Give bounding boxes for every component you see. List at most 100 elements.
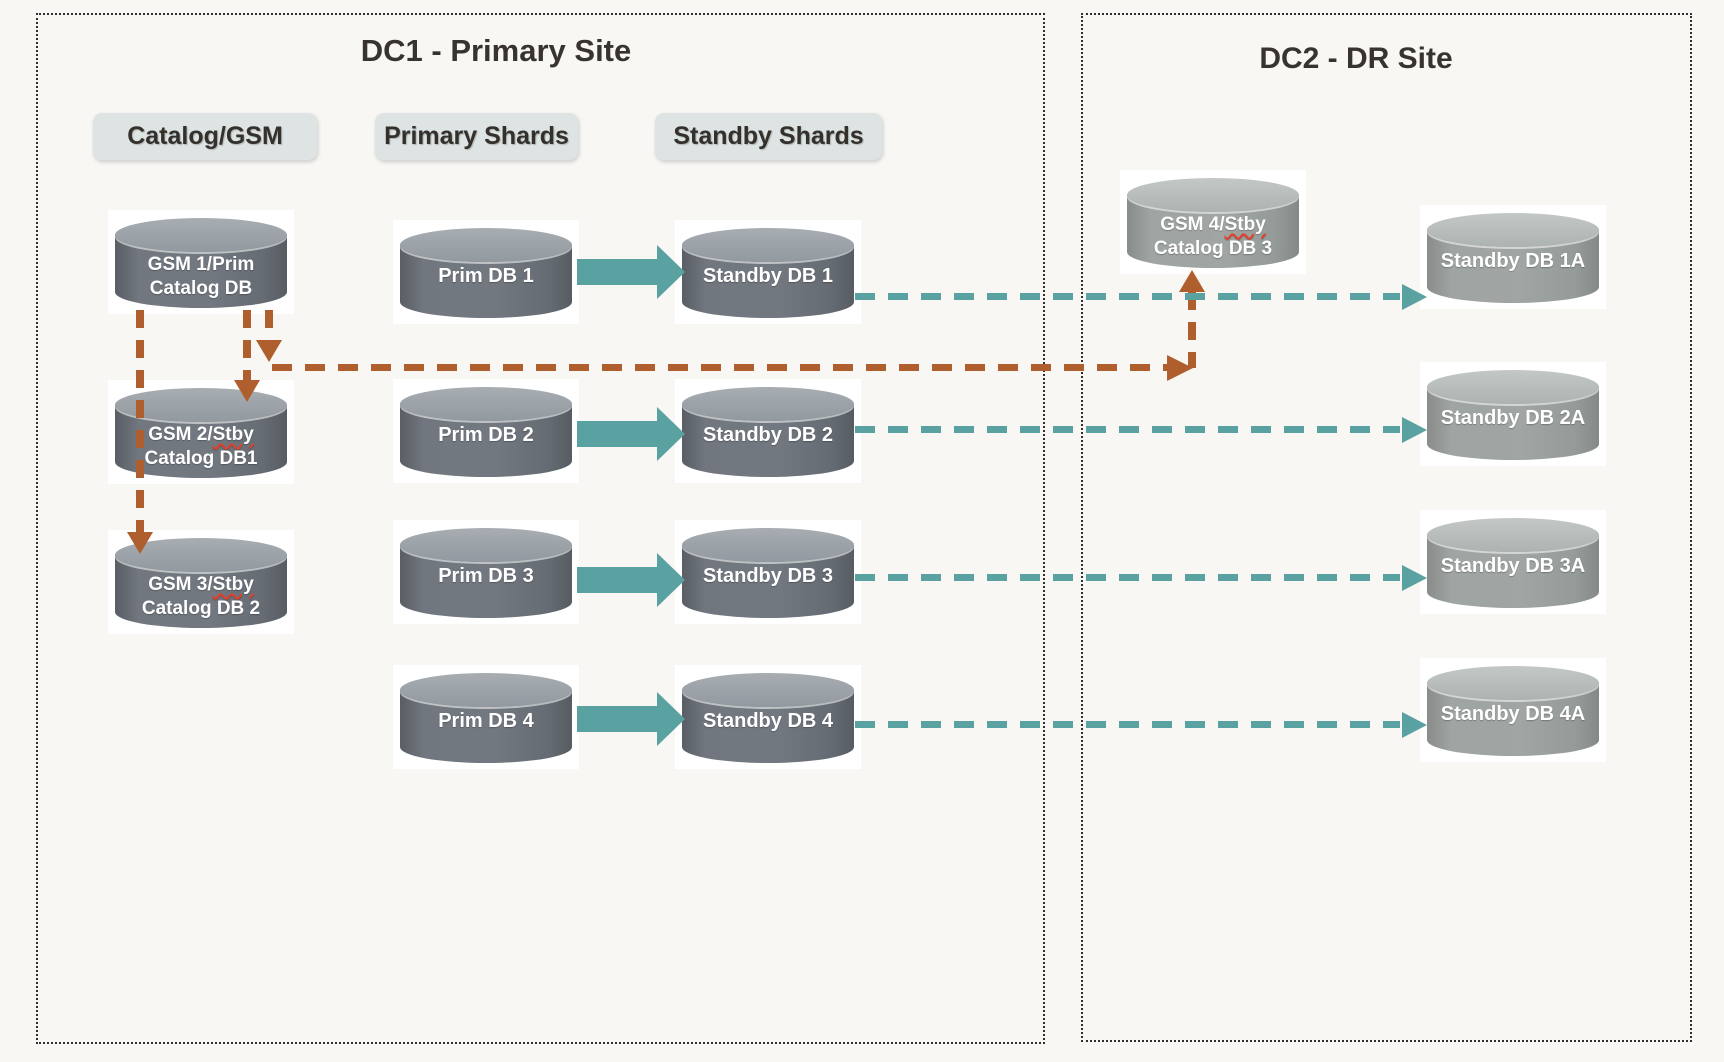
cylinder-top xyxy=(400,387,572,421)
db-cylinder-gsm3-stby-catalog2: GSM 3/Stby Catalog DB 2 xyxy=(108,530,294,634)
db-label: Prim DB 2 xyxy=(403,407,569,463)
arrowhead-down xyxy=(256,340,282,362)
db-label-line1: Prim DB 1 xyxy=(438,265,534,287)
db-cylinder-prim-db-3: Prim DB 3 xyxy=(393,520,579,624)
dc2-panel xyxy=(1081,13,1692,1042)
db-cylinder-gsm1-prim-catalog: GSM 1/Prim Catalog DB xyxy=(108,210,294,314)
arrow-shaft xyxy=(577,706,657,732)
arrow-shaft xyxy=(577,567,657,593)
arrowhead-right xyxy=(657,692,685,746)
db-cylinder-standby-db-4a: Standby DB 4A xyxy=(1420,658,1606,762)
arrow-gsm1-to-gsm4-segment-across xyxy=(272,364,1167,371)
db-label-line1: Standby DB 4A xyxy=(1440,703,1586,725)
arrowhead-right xyxy=(1402,417,1427,443)
arrow-standby1-to-standby1a-line xyxy=(855,293,1400,300)
arrow-standby3-to-standby3a-line xyxy=(855,574,1400,581)
arrowhead-right xyxy=(1402,565,1427,591)
cylinder-top xyxy=(1127,178,1299,212)
arrowhead-down xyxy=(234,380,260,402)
db-label-line1: GSM 2/Stby xyxy=(148,424,254,445)
column-label-standby-shards: Standby Shards xyxy=(655,113,882,160)
dc1-panel xyxy=(36,13,1045,1044)
arrowhead-right xyxy=(1402,712,1427,738)
db-label-line1: Prim DB 3 xyxy=(438,565,534,587)
cylinder-top xyxy=(400,228,572,262)
arrowhead-right xyxy=(657,245,685,299)
cylinder-top xyxy=(400,673,572,707)
arrow-prim3-to-standby3 xyxy=(577,553,685,607)
db-cylinder-standby-db-3: Standby DB 3 xyxy=(675,520,861,624)
db-cylinder-prim-db-2: Prim DB 2 xyxy=(393,379,579,483)
db-cylinder-standby-db-2a: Standby DB 2A xyxy=(1420,362,1606,466)
db-label: Prim DB 1 xyxy=(403,248,569,304)
db-label: Standby DB 1A xyxy=(1430,233,1596,289)
cylinder-top xyxy=(682,673,854,707)
arrowhead-down xyxy=(127,532,153,554)
db-label: GSM 2/Stby Catalog DB1 xyxy=(118,418,284,476)
db-label-line1: Standby DB 1A xyxy=(1440,250,1586,272)
db-label-line1: GSM 1/Prim xyxy=(147,254,255,275)
db-label: GSM 4/Stby Catalog DB 3 xyxy=(1130,208,1296,266)
arrowhead-right xyxy=(657,407,685,461)
db-label: Prim DB 3 xyxy=(403,548,569,604)
db-label-line2: Catalog DB 2 xyxy=(141,598,261,619)
db-label-line1: Standby DB 2A xyxy=(1440,407,1586,429)
arrow-prim4-to-standby4 xyxy=(577,692,685,746)
db-label: Standby DB 2 xyxy=(685,407,851,463)
db-label: GSM 3/Stby Catalog DB 2 xyxy=(118,568,284,626)
dc1-title: DC1 - Primary Site xyxy=(360,33,632,68)
db-label-line1: Standby DB 3 xyxy=(702,565,834,587)
cylinder-top xyxy=(1427,666,1599,700)
db-label-line2: Catalog DB 3 xyxy=(1153,238,1273,259)
cylinder-top xyxy=(1427,213,1599,247)
cylinder-top xyxy=(682,528,854,562)
arrowhead-right xyxy=(1167,355,1193,381)
arrow-gsm1-to-gsm4-segment-down xyxy=(265,310,273,340)
arrow-gsm1-to-gsm3-line xyxy=(136,310,144,532)
cylinder-top xyxy=(682,387,854,421)
arrowhead-right xyxy=(1402,284,1427,310)
db-label: Standby DB 3A xyxy=(1430,538,1596,594)
db-label: Standby DB 2A xyxy=(1430,390,1596,446)
db-label: Standby DB 4 xyxy=(685,693,851,749)
db-label-line1: Prim DB 4 xyxy=(438,710,534,732)
arrow-standby4-to-standby4a-line xyxy=(855,721,1400,728)
db-label: Standby DB 4A xyxy=(1430,686,1596,742)
db-cylinder-standby-db-4: Standby DB 4 xyxy=(675,665,861,769)
db-cylinder-standby-db-1a: Standby DB 1A xyxy=(1420,205,1606,309)
db-label-line1: GSM 3/Stby xyxy=(148,574,254,595)
cylinder-top xyxy=(115,218,287,252)
arrow-gsm1-to-gsm4-segment-up xyxy=(1188,292,1196,368)
arrowhead-right xyxy=(657,553,685,607)
db-label-line1: Standby DB 1 xyxy=(702,265,834,287)
arrow-shaft xyxy=(577,421,657,447)
db-label-line2: Catalog DB1 xyxy=(144,448,258,469)
db-label-line1: Standby DB 2 xyxy=(702,424,834,446)
db-label: GSM 1/Prim Catalog DB xyxy=(118,248,284,306)
db-label: Prim DB 4 xyxy=(403,693,569,749)
db-cylinder-standby-db-3a: Standby DB 3A xyxy=(1420,510,1606,614)
db-label-line1: Standby DB 3A xyxy=(1440,555,1586,577)
arrow-prim2-to-standby2 xyxy=(577,407,685,461)
db-cylinder-prim-db-4: Prim DB 4 xyxy=(393,665,579,769)
db-label-line2: Catalog DB xyxy=(149,278,253,299)
arrow-prim1-to-standby1 xyxy=(577,245,685,299)
db-cylinder-gsm4-stby-catalog3: GSM 4/Stby Catalog DB 3 xyxy=(1120,170,1306,274)
db-cylinder-standby-db-2: Standby DB 2 xyxy=(675,379,861,483)
db-label-line1: Prim DB 2 xyxy=(438,424,534,446)
cylinder-top xyxy=(682,228,854,262)
arrow-standby2-to-standby2a-line xyxy=(855,426,1400,433)
arrow-shaft xyxy=(577,259,657,285)
db-cylinder-prim-db-1: Prim DB 1 xyxy=(393,220,579,324)
arrowhead-up xyxy=(1179,270,1205,292)
db-label-line1: Standby DB 4 xyxy=(702,710,834,732)
column-label-catalog-gsm: Catalog/GSM xyxy=(93,113,317,160)
db-label: Standby DB 1 xyxy=(685,248,851,304)
db-cylinder-standby-db-1: Standby DB 1 xyxy=(675,220,861,324)
cylinder-top xyxy=(400,528,572,562)
arrow-gsm1-to-gsm2-line xyxy=(243,310,251,380)
cylinder-top xyxy=(1427,370,1599,404)
cylinder-top xyxy=(1427,518,1599,552)
db-label-line1: GSM 4/Stby xyxy=(1160,214,1266,235)
